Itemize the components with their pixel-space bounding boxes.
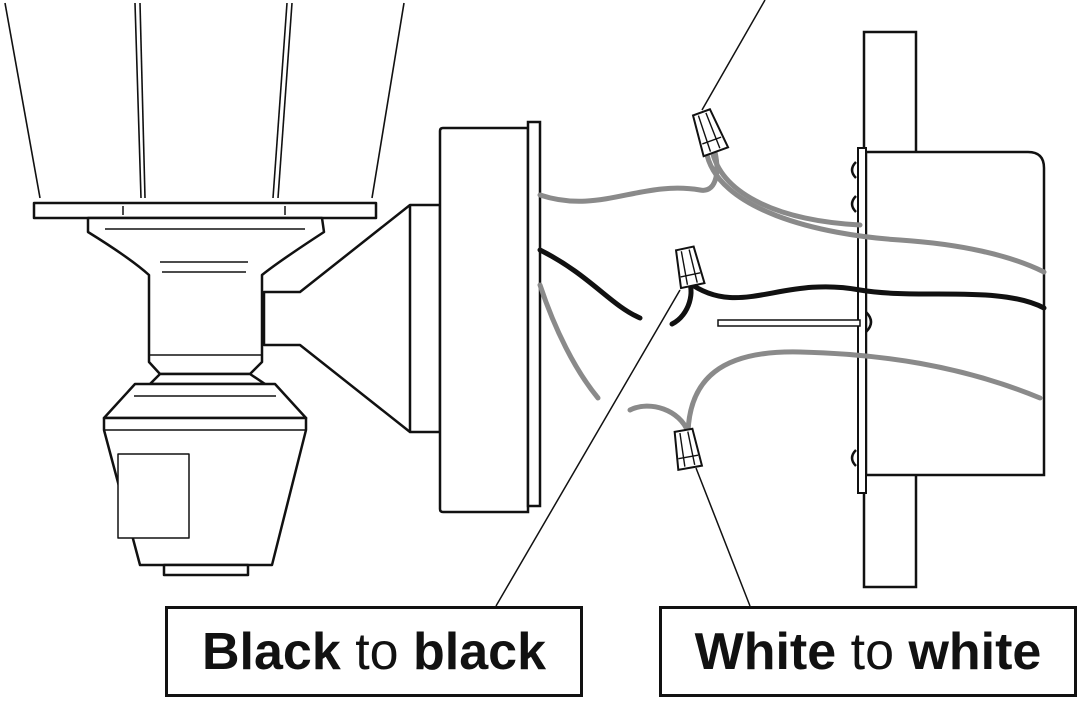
callout-black-to-black: Black to black	[165, 606, 583, 697]
wire-nut-white	[673, 427, 704, 471]
callout-white-word1: White	[694, 622, 837, 681]
callout-black-word2: black	[413, 622, 546, 681]
junction-box	[717, 147, 1046, 494]
lamp-glass	[4, 2, 405, 199]
white-wires	[537, 282, 1043, 435]
fixture-base	[438, 120, 542, 514]
ground-wires	[537, 147, 1047, 275]
callout-white-word2: white	[908, 622, 1042, 681]
wire-nut-black	[674, 245, 706, 290]
leader-lines	[495, 0, 766, 607]
wire-nut-ground	[691, 107, 730, 158]
callout-black-word1: Black	[201, 622, 341, 681]
callout-white-to: to	[836, 622, 909, 681]
callout-black-to: to	[340, 622, 414, 681]
lamp-fixture	[32, 201, 442, 577]
callout-white-to-white: White to white	[659, 606, 1077, 697]
